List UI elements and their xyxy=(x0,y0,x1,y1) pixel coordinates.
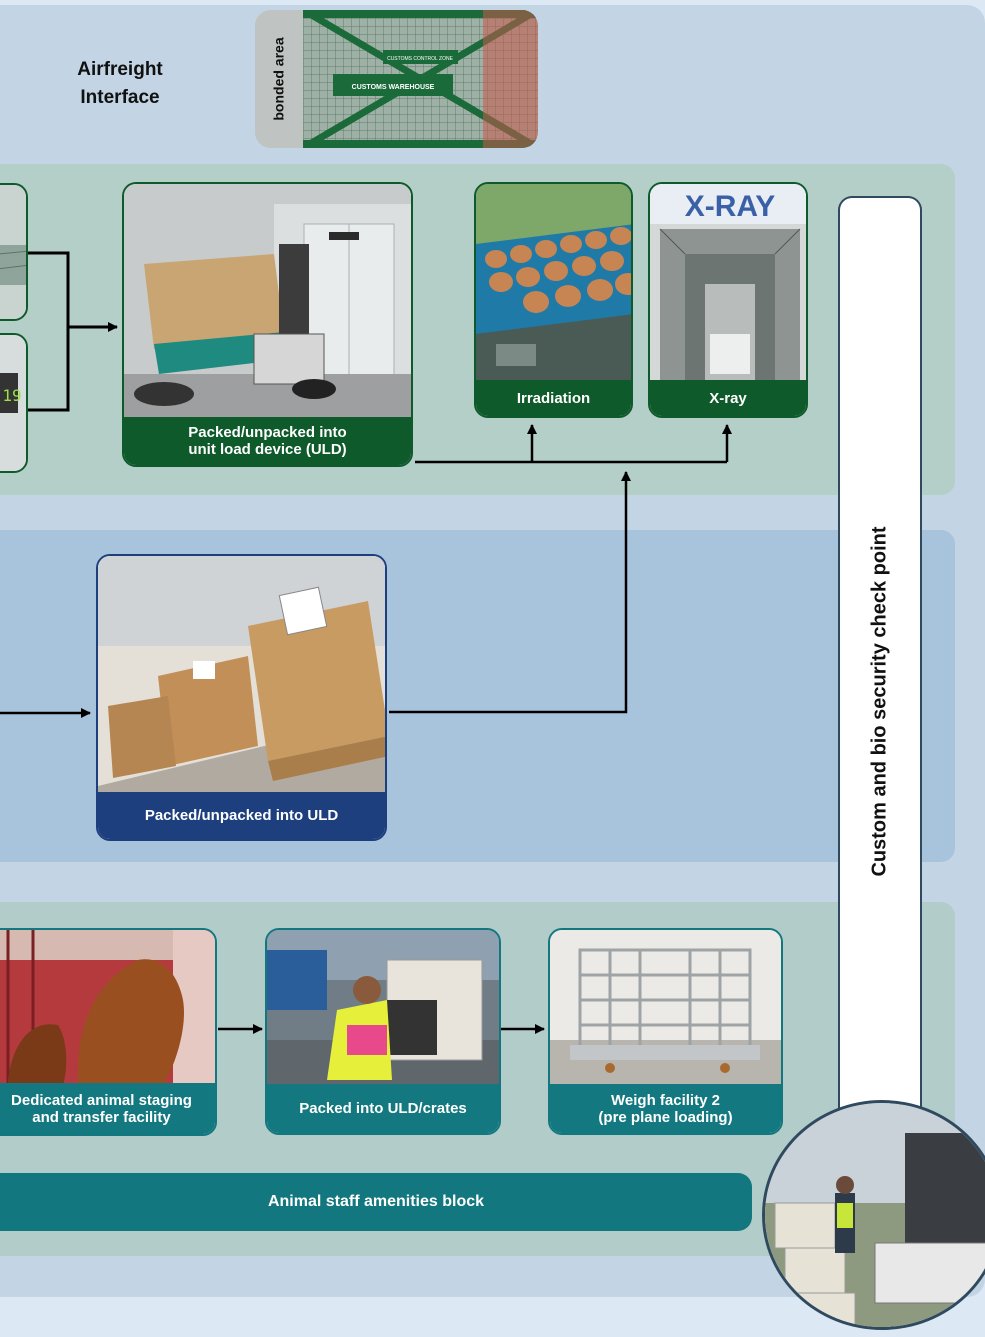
airfreight-interface-title: Airfreight Interface xyxy=(60,56,180,112)
general-cargo-uld-card: Packed/unpacked into ULD xyxy=(96,554,387,841)
weigh-facility-caption-line2: (pre plane loading) xyxy=(598,1108,733,1126)
weigh-facility-caption-line1: Weigh facility 2 xyxy=(611,1091,720,1109)
forklift-warehouse-photo xyxy=(124,184,411,421)
xray-tunnel-photo: X-RAY xyxy=(650,184,806,384)
animal-staging-card: Dedicated animal staging and transfer fa… xyxy=(0,928,217,1136)
general-cargo-uld-caption: Packed/unpacked into ULD xyxy=(98,792,385,839)
animal-staff-amenities-label: Animal staff amenities block xyxy=(267,1193,485,1210)
irradiation-caption: Irradiation xyxy=(476,380,631,416)
animal-staff-amenities-block: Animal staff amenities block xyxy=(0,1173,752,1231)
eggs-conveyor-photo xyxy=(476,184,631,384)
facility-photo-fragment xyxy=(0,185,26,319)
weigh-facility-caption: Weigh facility 2 (pre plane loading) xyxy=(550,1084,781,1133)
left-card-bottom: 19 xyxy=(0,333,28,473)
arrow-blue-to-screening xyxy=(389,471,631,714)
irradiation-caption-text: Irradiation xyxy=(516,389,591,407)
xray-card: X-RAY X-ray xyxy=(648,182,808,418)
crates-caption-text: Packed into ULD/crates xyxy=(299,1100,467,1117)
animal-staging-caption-line1: Dedicated animal staging xyxy=(11,1091,192,1109)
loading-workers-photo-image xyxy=(765,1103,985,1327)
xray-caption: X-ray xyxy=(650,380,806,416)
general-cargo-uld-caption-text: Packed/unpacked into ULD xyxy=(144,807,339,824)
customs-warehouse-photo: CUSTOMS CONTROL ZONE CUSTOMS WAREHOUSE xyxy=(303,10,538,148)
scale-readout: 19 xyxy=(2,386,21,405)
uld-packing-caption: Packed/unpacked into unit load device (U… xyxy=(124,417,411,465)
pet-crate-photo xyxy=(267,930,499,1085)
checkpoint-column xyxy=(838,196,922,1206)
irradiation-card: Irradiation xyxy=(474,182,633,418)
uld-packing-caption-line2: unit load device (ULD) xyxy=(188,441,347,458)
scale-photo-fragment: 19 xyxy=(0,335,26,471)
livestock-scale-photo xyxy=(550,930,781,1085)
checkpoint-label-text: Custom and bio security check point xyxy=(868,525,891,877)
weigh-facility-card: Weigh facility 2 (pre plane loading) xyxy=(548,928,783,1135)
checkpoint-label: Custom and bio security check point xyxy=(840,196,920,1206)
customs-warehouse-sign: CUSTOMS WAREHOUSE xyxy=(352,84,435,91)
boxes-conveyor-photo xyxy=(98,556,385,796)
loading-workers-photo xyxy=(762,1100,985,1330)
uld-packing-caption-line1: Packed/unpacked into xyxy=(188,424,347,441)
bonded-area-label: bonded area xyxy=(255,10,303,148)
uld-packing-card: Packed/unpacked into unit load device (U… xyxy=(122,182,413,467)
crates-card: Packed into ULD/crates xyxy=(265,928,501,1135)
animal-staging-caption-line2: and transfer facility xyxy=(32,1108,171,1126)
crates-caption: Packed into ULD/crates xyxy=(267,1084,499,1133)
customs-control-sign: CUSTOMS CONTROL ZONE xyxy=(387,56,454,62)
bonded-area-card: CUSTOMS CONTROL ZONE CUSTOMS WAREHOUSE b… xyxy=(255,10,538,148)
airfreight-interface-title-text: Airfreight Interface xyxy=(77,59,163,108)
xray-caption-text: X-ray xyxy=(709,389,747,407)
horse-stable-photo xyxy=(0,930,215,1085)
merge-bracket xyxy=(28,251,70,412)
animal-staging-caption: Dedicated animal staging and transfer fa… xyxy=(0,1083,215,1134)
xray-sign: X-RAY xyxy=(685,190,776,223)
left-card-top xyxy=(0,183,28,321)
